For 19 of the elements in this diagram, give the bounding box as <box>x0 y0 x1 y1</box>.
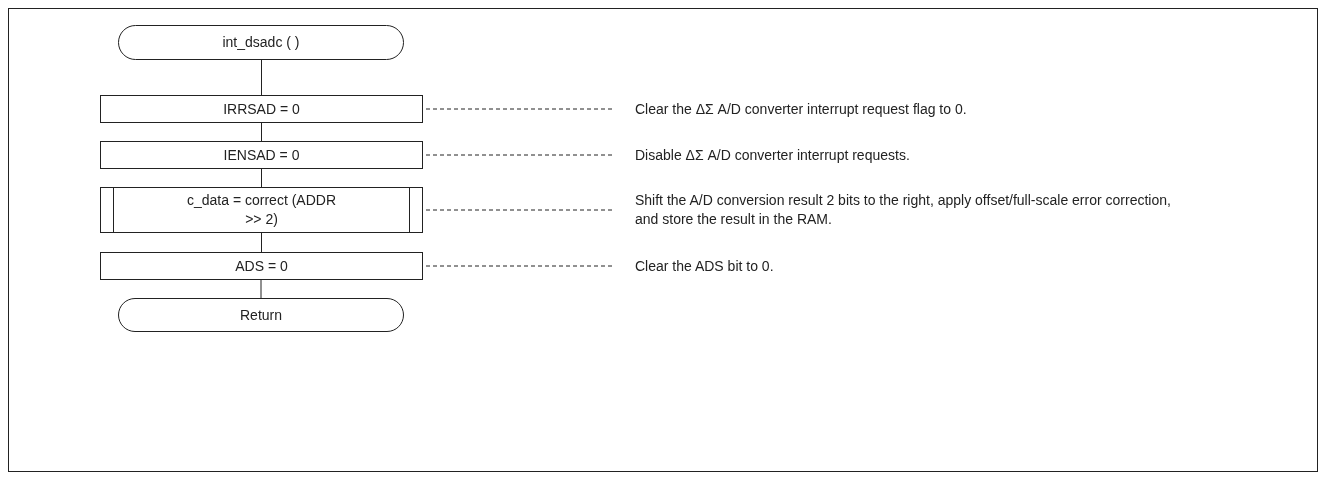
node-label: c_data = correct (ADDR >> 2) <box>186 191 337 229</box>
process-box <box>100 141 423 169</box>
node-label: IRRSAD = 0 <box>223 99 300 119</box>
comment-text: Clear the ΔΣ A/D converter interrupt request flag to 0. <box>635 99 967 119</box>
node-label: int_dsadc ( ) <box>222 33 300 52</box>
flow-line <box>261 59 262 96</box>
process-box <box>100 95 423 123</box>
comment-text: Shift the A/D conversion result 2 bits to the right, apply offset/full-scale error correction, and store the result in the RAM. <box>635 191 1172 229</box>
process-box <box>100 252 423 280</box>
flow-line <box>261 232 262 253</box>
subroutine-box <box>100 187 423 233</box>
comment-text: Disable ΔΣ A/D converter interrupt requests. <box>635 145 910 165</box>
node-label: ADS = 0 <box>235 256 288 276</box>
flow-line <box>260 279 262 299</box>
flow-line <box>261 168 262 188</box>
flow-line <box>261 122 262 142</box>
node-label: Return <box>240 305 282 325</box>
node-label: IENSAD = 0 <box>223 145 300 165</box>
comment-text: Clear the ADS bit to 0. <box>635 256 774 276</box>
